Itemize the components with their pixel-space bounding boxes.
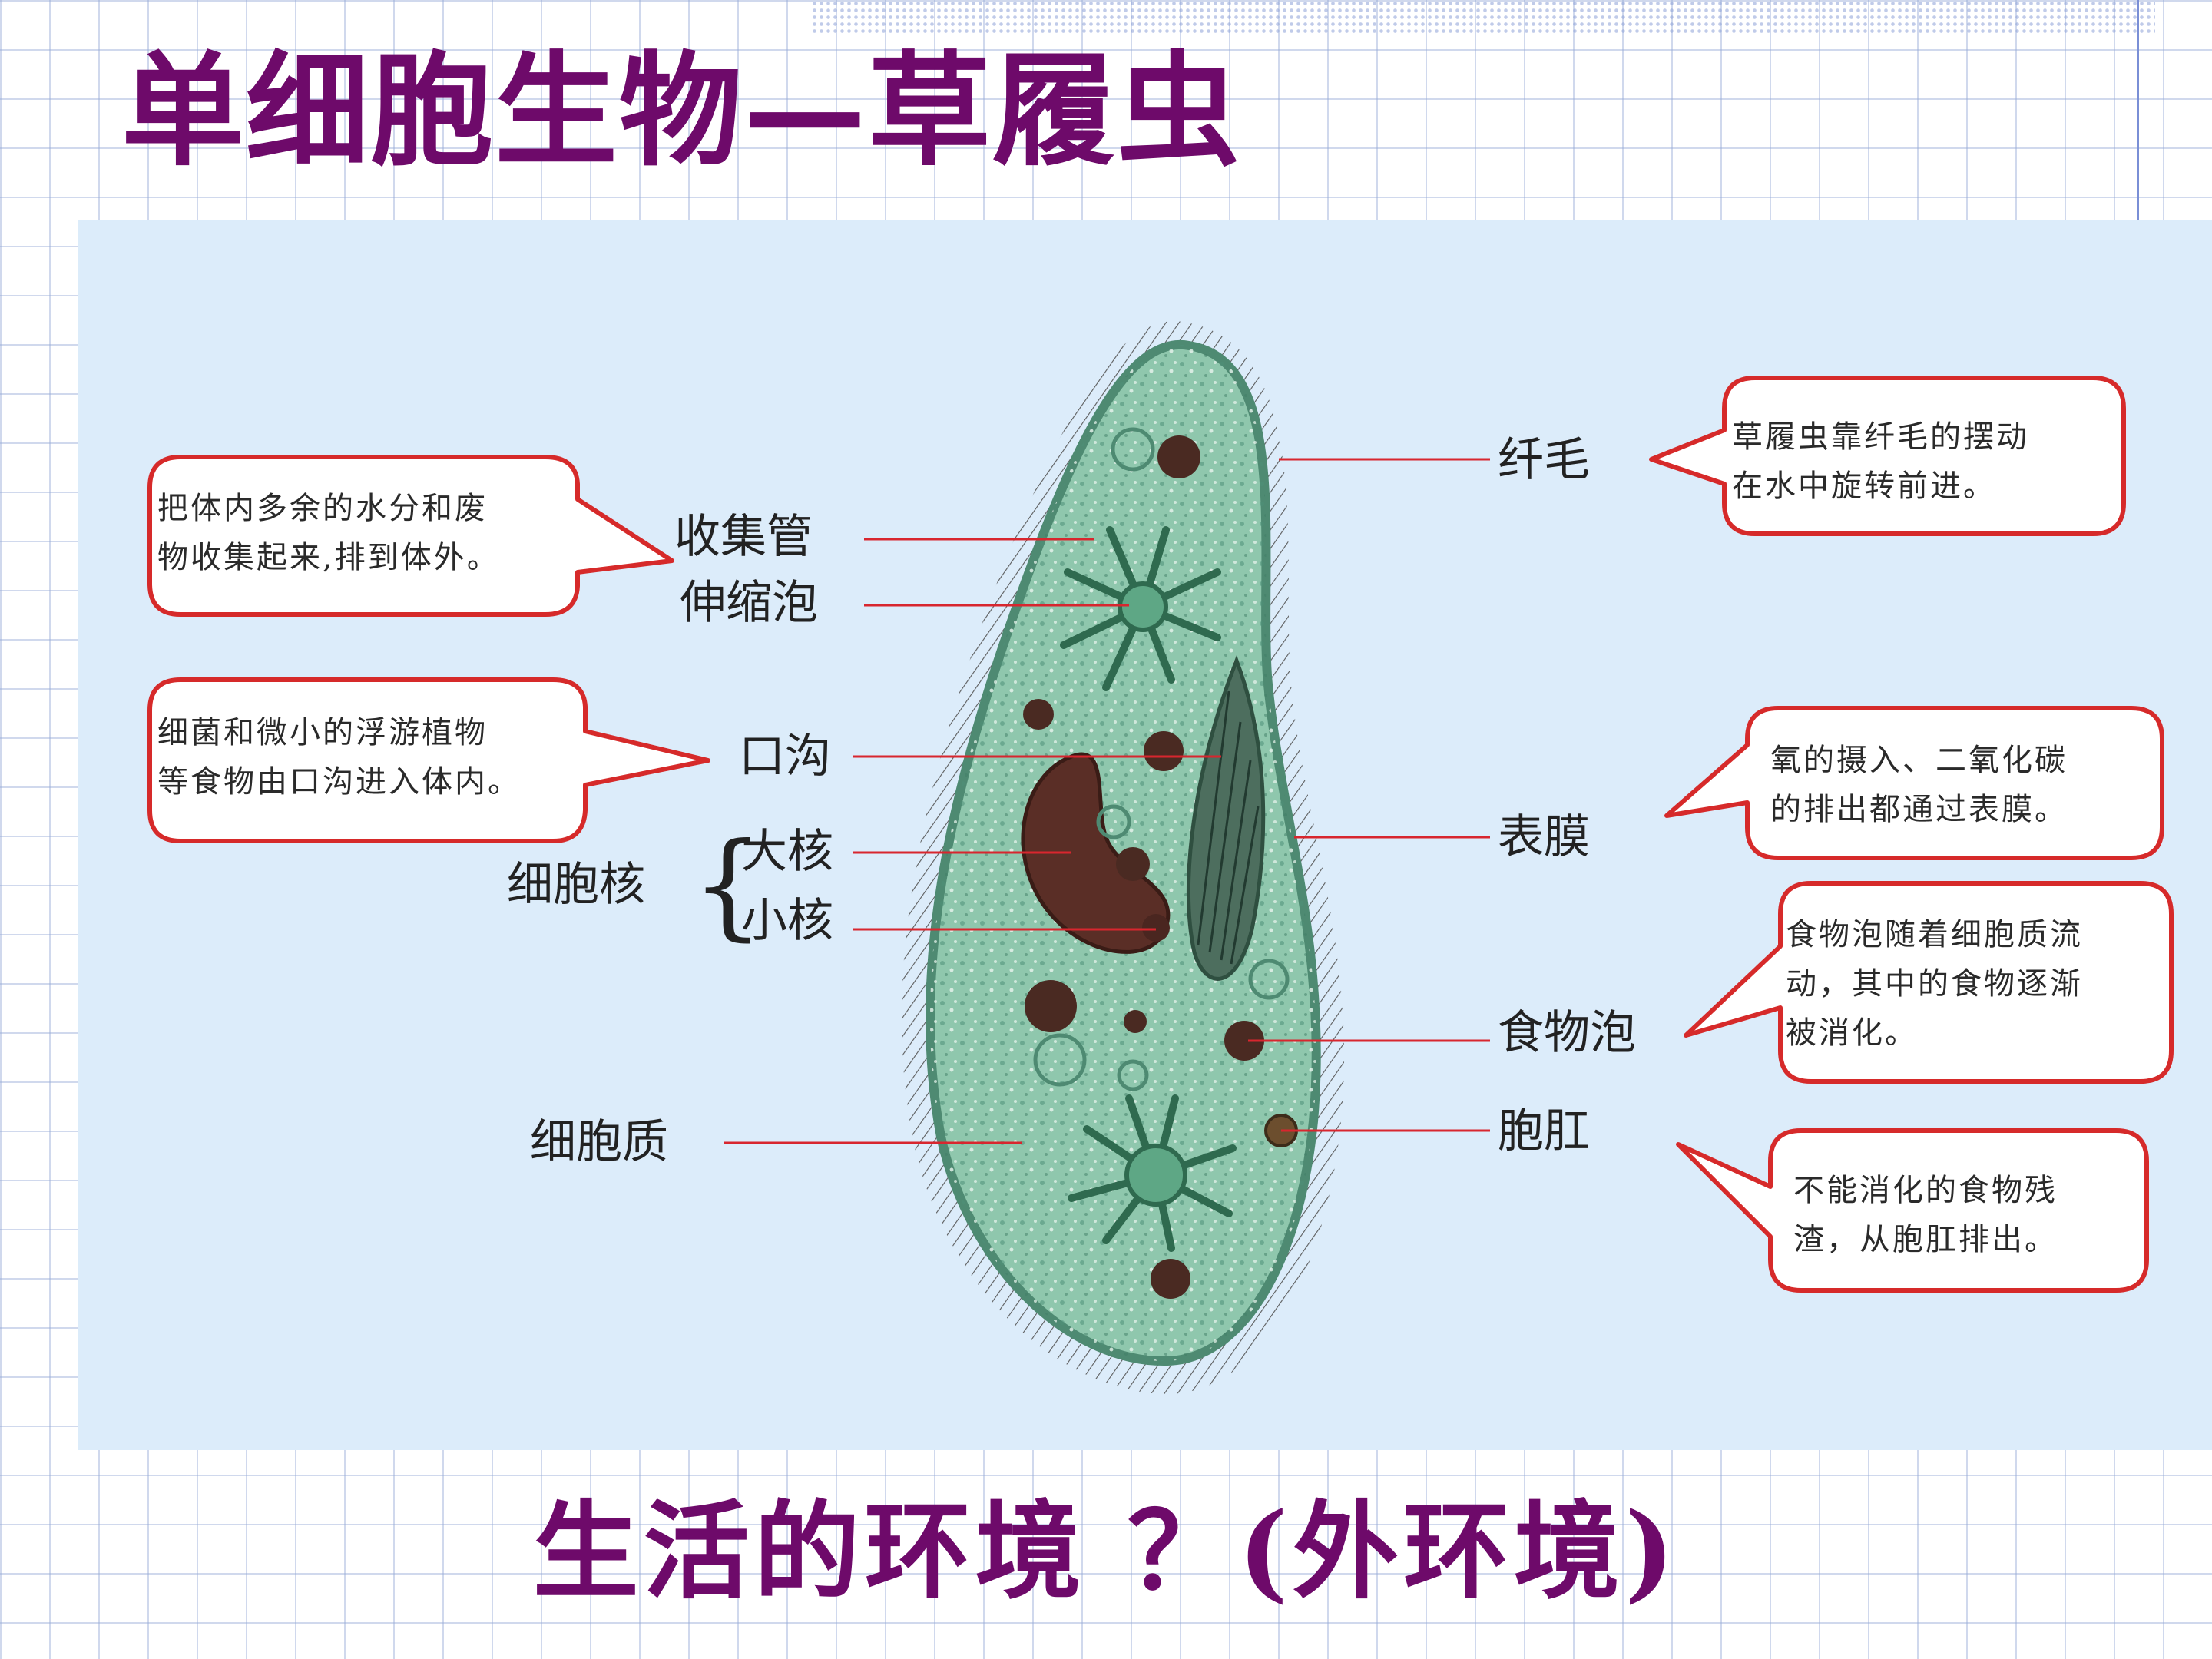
note-cilia: 草履虫靠纤毛的摆动 在水中旋转前进。 — [1732, 412, 2029, 511]
note-anus-line-1: 不能消化的食物残 — [1793, 1166, 2058, 1215]
note-membrane: 氧的摄入、二氧化碳 的排出都通过表膜。 — [1770, 736, 2068, 834]
note-collect: 把体内多余的水分和废 物收集起来,排到体外。 — [157, 484, 500, 582]
note-membrane-line-2: 的排出都通过表膜。 — [1770, 785, 2068, 834]
note-vacuole-line-1: 食物泡随着细胞质流 — [1786, 910, 2083, 959]
label-cilia: 纤毛 — [1498, 432, 1590, 488]
note-anus: 不能消化的食物残 渣，从胞肛排出。 — [1793, 1166, 2058, 1264]
label-cytoplasm: 细胞质 — [530, 1114, 668, 1171]
note-groove-line-1: 细菌和微小的浮游植物 — [157, 708, 521, 757]
bottom-question: 生活的环境 ？(外环境) — [0, 1486, 2212, 1617]
label-pellicle: 表膜 — [1498, 809, 1590, 866]
note-groove-line-2: 等食物由口沟进入体内。 — [157, 757, 521, 806]
note-groove: 细菌和微小的浮游植物 等食物由口沟进入体内。 — [157, 708, 521, 806]
note-collect-line-1: 把体内多余的水分和废 — [157, 484, 500, 533]
note-cilia-line-1: 草履虫靠纤毛的摆动 — [1732, 412, 2029, 462]
label-contractile-vacuole: 伸缩泡 — [680, 575, 818, 631]
label-anal-pore: 胞肛 — [1498, 1103, 1590, 1160]
note-vacuole-line-3: 被消化。 — [1786, 1008, 2083, 1058]
note-anus-line-2: 渣，从胞肛排出。 — [1793, 1215, 2058, 1264]
note-collect-line-2: 物收集起来,排到体外。 — [157, 533, 500, 582]
label-collecting-canal: 收集管 — [674, 508, 813, 565]
note-vacuole-line-2: 动，其中的食物逐渐 — [1786, 959, 2083, 1008]
note-vacuole: 食物泡随着细胞质流 动，其中的食物逐渐 被消化。 — [1786, 910, 2083, 1058]
label-food-vacuole: 食物泡 — [1498, 1005, 1636, 1061]
note-membrane-line-1: 氧的摄入、二氧化碳 — [1770, 736, 2068, 785]
label-oral-groove: 口沟 — [739, 728, 831, 785]
label-nucleus: 细胞核 — [507, 856, 645, 913]
label-micronucleus: 小核 — [741, 892, 833, 949]
label-macronucleus: 大核 — [741, 823, 833, 880]
micronucleus-shape — [1142, 914, 1170, 942]
note-cilia-line-2: 在水中旋转前进。 — [1732, 462, 2029, 511]
